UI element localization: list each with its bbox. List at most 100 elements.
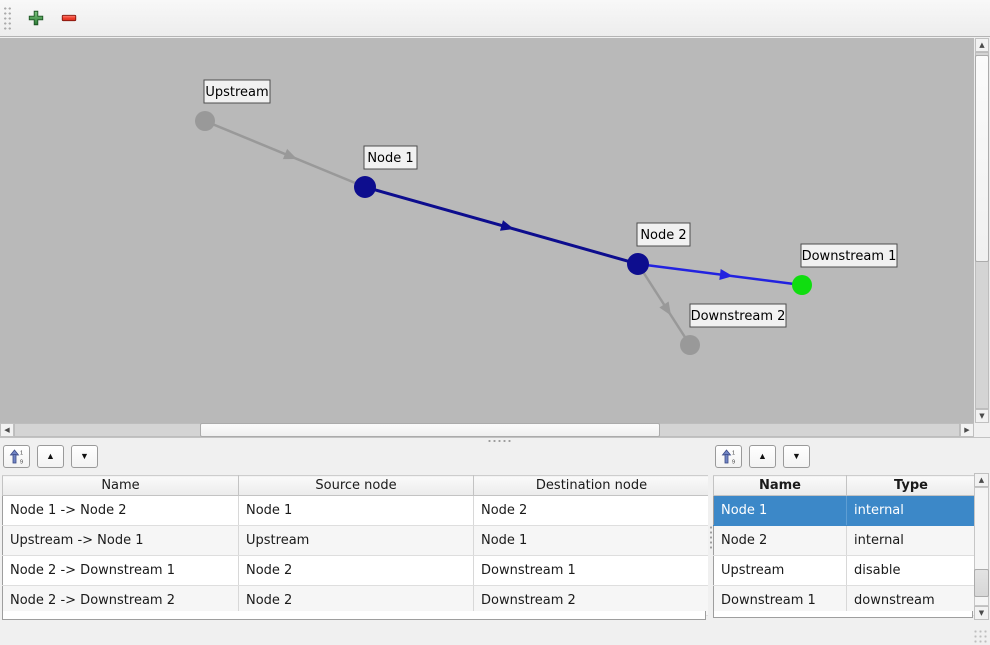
table-cell[interactable]: Upstream	[713, 555, 847, 586]
table-cell[interactable]: Node 1	[473, 525, 710, 556]
add-node-button[interactable]	[21, 3, 51, 33]
scroll-up-icon[interactable]: ▲	[975, 38, 989, 52]
node-table-scrollbar[interactable]: ▲ ▼	[974, 473, 989, 620]
scroll-down-icon[interactable]: ▼	[975, 409, 989, 423]
window-resize-grip[interactable]	[973, 629, 987, 643]
graph-node[interactable]	[792, 275, 812, 295]
canvas-horizontal-scrollbar[interactable]: ◀ ▶	[0, 423, 974, 437]
scroll-right-icon[interactable]: ▶	[960, 423, 974, 437]
remove-minus-icon	[61, 14, 77, 22]
scrollbar-corner	[974, 423, 990, 437]
graph-node[interactable]	[195, 111, 215, 131]
table-cell[interactable]: Downstream 2	[473, 585, 710, 616]
table-cell[interactable]: internal	[846, 495, 976, 526]
splitter-handle-icon[interactable]	[709, 525, 713, 549]
table-cell[interactable]: Node 2	[473, 495, 710, 526]
horizontal-splitter[interactable]	[0, 437, 990, 443]
toolbar-grip[interactable]	[3, 5, 12, 31]
table-cell[interactable]: Node 2	[713, 525, 847, 556]
table-cell[interactable]: Node 1 -> Node 2	[2, 495, 239, 526]
table-cell[interactable]: downstream	[846, 585, 976, 616]
table-cell[interactable]: Node 2 -> Downstream 2	[2, 585, 239, 616]
svg-text:1: 1	[20, 450, 23, 456]
remove-node-button[interactable]	[54, 3, 84, 33]
edge-arrow-icon	[719, 269, 733, 280]
edge-sort-button[interactable]: 1 9	[3, 445, 30, 468]
svg-text:9: 9	[20, 459, 23, 465]
edge-table-empty-row	[2, 611, 706, 620]
vertical-splitter[interactable]	[708, 443, 713, 645]
edge-move-up-button[interactable]: ▲	[37, 445, 64, 468]
move-down-icon: ▼	[792, 451, 801, 461]
graph-node[interactable]	[354, 176, 376, 198]
node-label-box[interactable]	[203, 79, 271, 104]
splitter-handle-icon[interactable]	[487, 439, 513, 443]
edge-move-down-button[interactable]: ▼	[71, 445, 98, 468]
node-move-up-button[interactable]: ▲	[749, 445, 776, 468]
svg-text:9: 9	[732, 459, 735, 465]
canvas-vertical-scrollbar[interactable]: ▲ ▼	[974, 38, 990, 423]
column-header-name[interactable]: Name	[2, 475, 239, 496]
move-up-icon: ▲	[46, 451, 55, 461]
scroll-up-icon[interactable]: ▲	[974, 473, 989, 487]
table-cell[interactable]: Node 1	[238, 495, 474, 526]
graph-node[interactable]	[680, 335, 700, 355]
node-sort-button[interactable]: 1 9	[715, 445, 742, 468]
edge-table-toolbar: 1 9 ▲ ▼	[3, 445, 98, 468]
node-label-box[interactable]	[636, 222, 691, 247]
scrollbar-thumb[interactable]	[974, 569, 989, 597]
move-up-icon: ▲	[758, 451, 767, 461]
table-cell[interactable]: Node 2	[238, 585, 474, 616]
column-header-name[interactable]: Name	[713, 475, 847, 496]
node-label: Node 2	[640, 228, 686, 243]
node-label: Downstream 1	[802, 249, 897, 264]
edge-arrow-icon	[500, 220, 515, 231]
edge-arrow-icon	[282, 148, 298, 160]
table-cell[interactable]: Downstream 1	[473, 555, 710, 586]
node-label-box[interactable]	[689, 303, 787, 328]
node-table-empty-row	[713, 611, 973, 618]
node-label: Upstream	[205, 85, 268, 100]
table-cell[interactable]: Downstream 1	[713, 585, 847, 616]
node-table-toolbar: 1 9 ▲ ▼	[715, 445, 810, 468]
scroll-left-icon[interactable]: ◀	[0, 423, 14, 437]
node-label-box[interactable]	[800, 243, 898, 268]
canvas-background[interactable]	[0, 38, 974, 423]
sort-ascending-icon: 1 9	[9, 448, 23, 465]
sort-ascending-icon: 1 9	[721, 448, 735, 465]
table-cell[interactable]: internal	[846, 525, 976, 556]
graph-node[interactable]	[627, 253, 649, 275]
svg-text:1: 1	[732, 450, 735, 456]
table-cell[interactable]: Upstream -> Node 1	[2, 525, 239, 556]
node-label: Node 1	[367, 151, 413, 166]
column-header-type[interactable]: Type	[846, 475, 976, 496]
table-cell[interactable]: Node 2 -> Downstream 1	[2, 555, 239, 586]
table-cell[interactable]: Node 2	[238, 555, 474, 586]
table-cell[interactable]: Node 1	[713, 495, 847, 526]
node-label: Downstream 2	[691, 309, 786, 324]
node-label-box[interactable]	[363, 145, 418, 170]
column-header-destination-node[interactable]: Destination node	[473, 475, 710, 496]
table-cell[interactable]: disable	[846, 555, 976, 586]
table-cell[interactable]: Upstream	[238, 525, 474, 556]
scrollbar-thumb[interactable]	[200, 423, 660, 437]
main-toolbar	[0, 0, 990, 37]
column-header-source-node[interactable]: Source node	[238, 475, 474, 496]
scroll-down-icon[interactable]: ▼	[974, 606, 989, 620]
node-move-down-button[interactable]: ▼	[783, 445, 810, 468]
scrollbar-thumb[interactable]	[975, 55, 989, 262]
